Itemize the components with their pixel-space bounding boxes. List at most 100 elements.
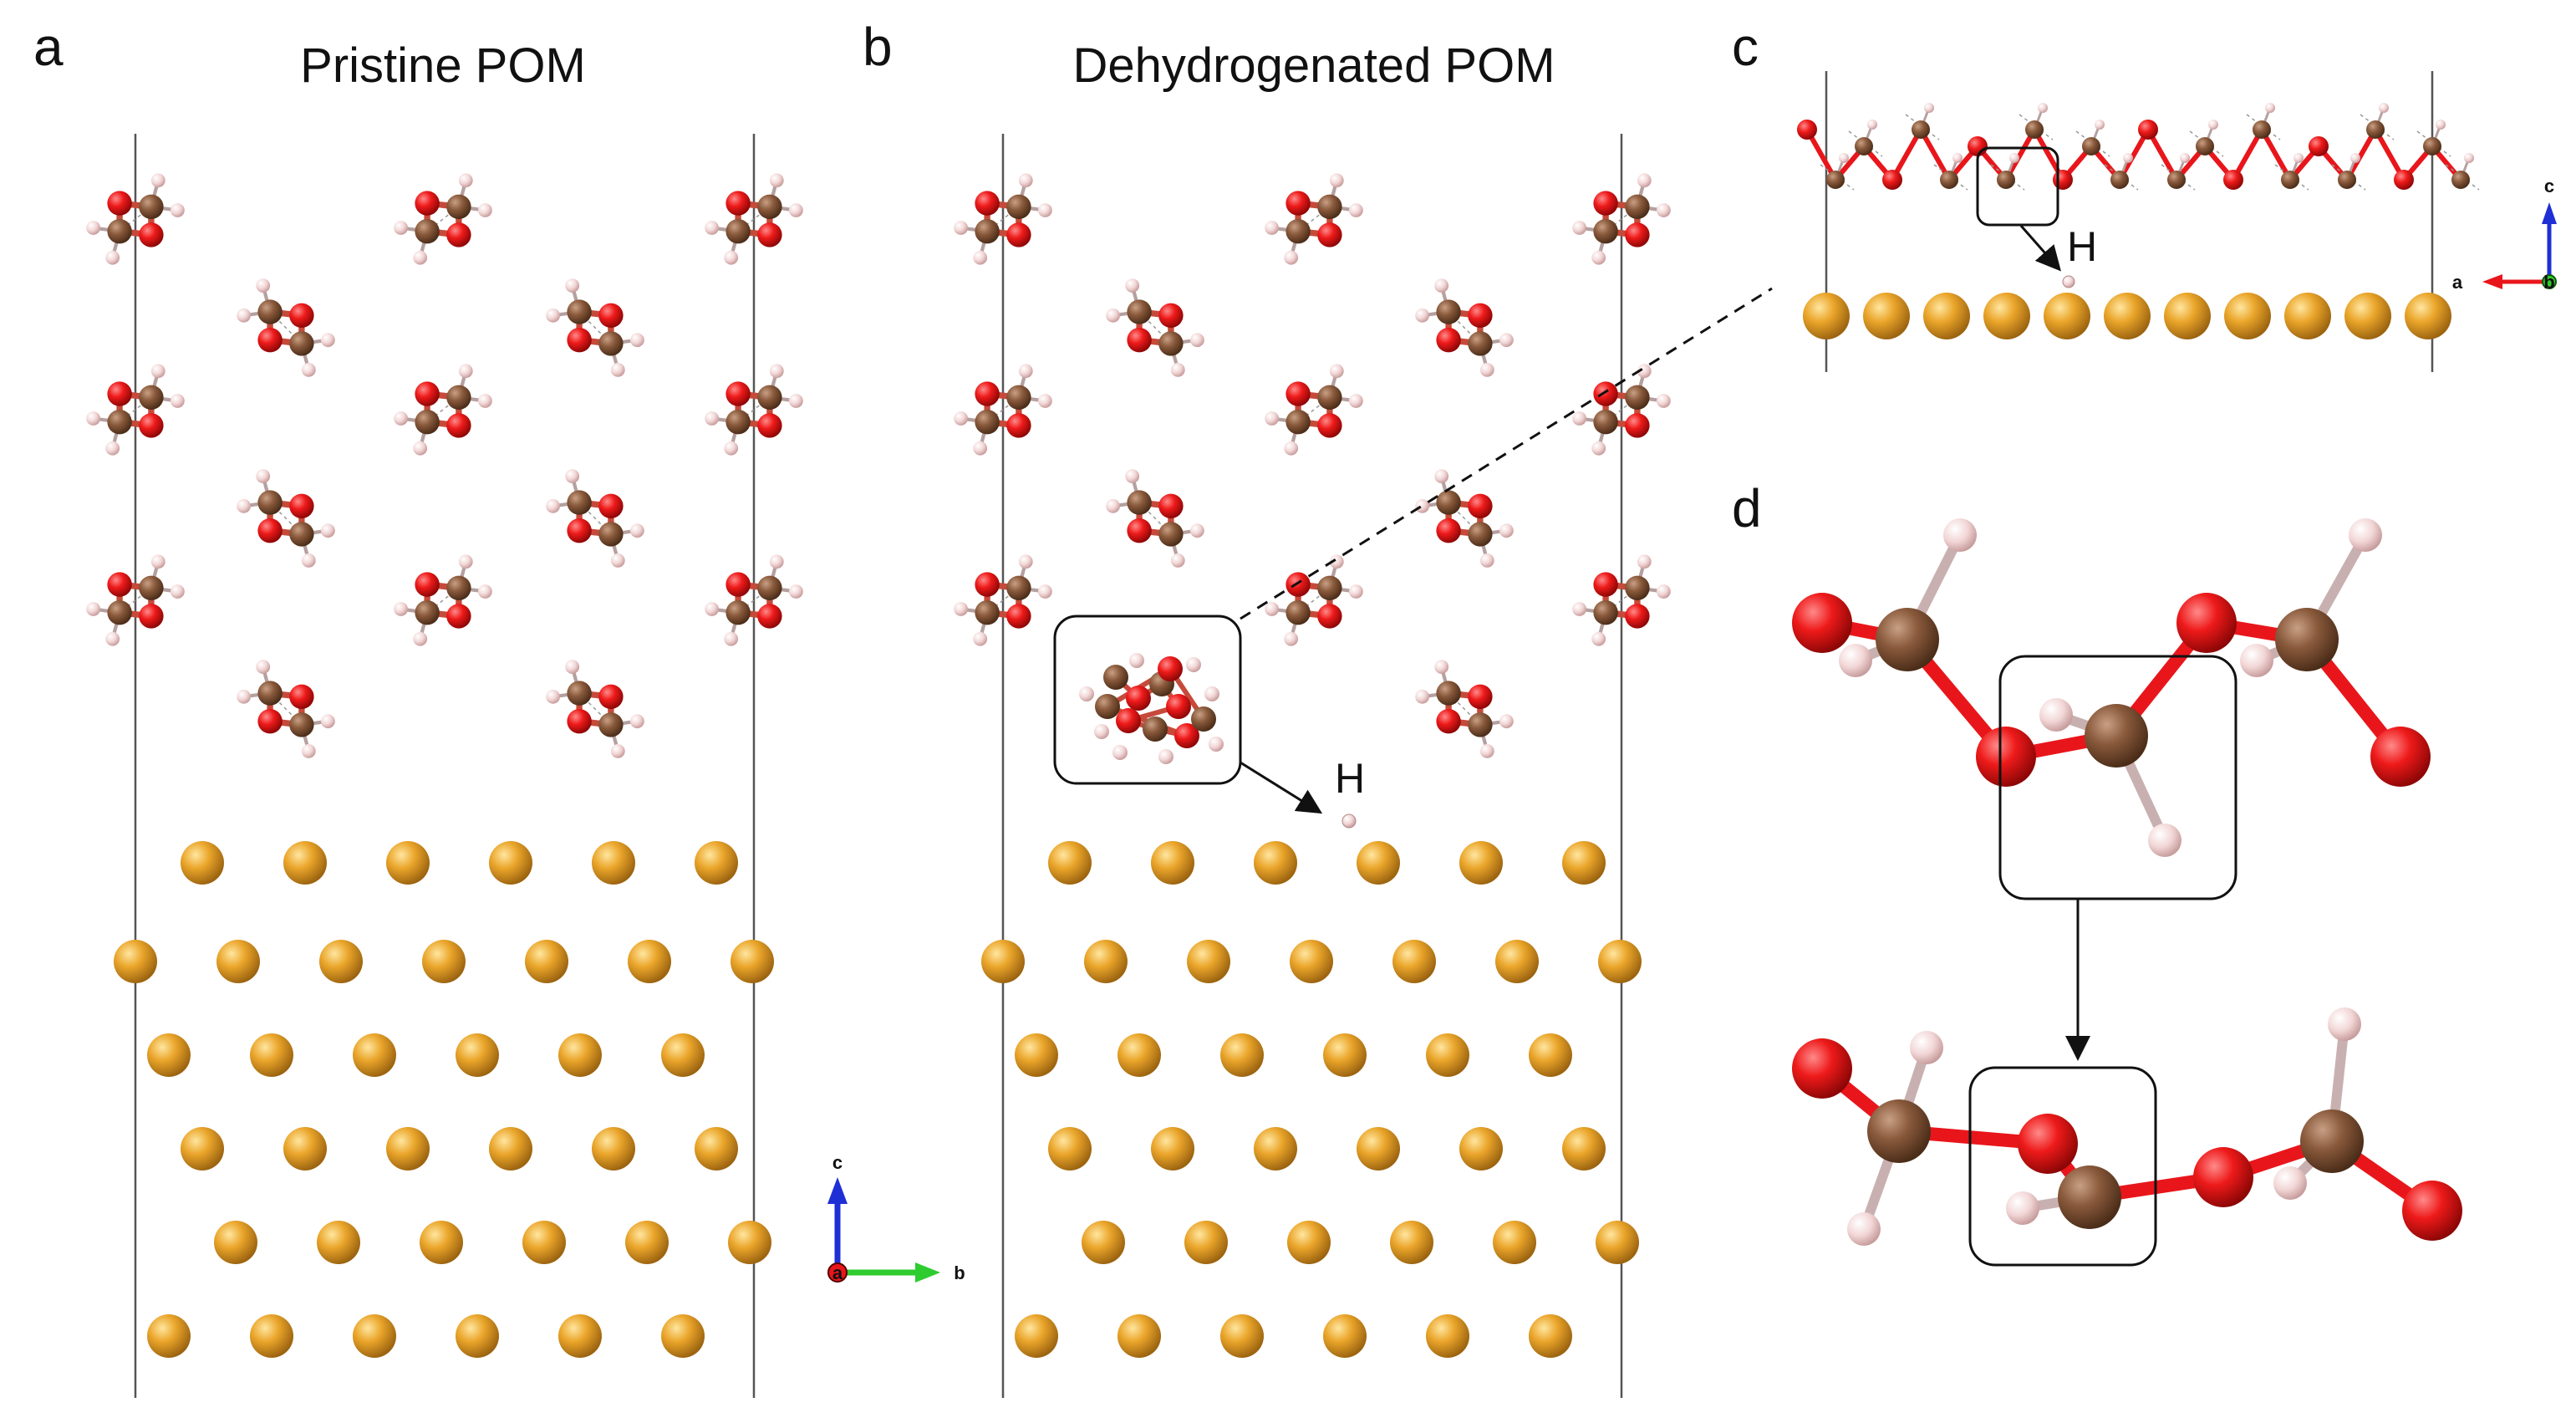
oxygen-atom bbox=[757, 222, 782, 247]
metal-atom bbox=[661, 1033, 705, 1077]
hydrogen-atom bbox=[1038, 584, 1052, 599]
hydrogen-atom bbox=[394, 221, 408, 235]
hydrogen-atom bbox=[1591, 631, 1606, 646]
hydrogen-atom bbox=[1329, 173, 1344, 188]
metal-atom bbox=[1048, 841, 1092, 885]
hydrogen-atom bbox=[630, 333, 644, 348]
oxygen-atom bbox=[1468, 493, 1493, 518]
hydrogen-atom bbox=[237, 689, 251, 704]
pom-chain-side-view bbox=[1797, 103, 2480, 191]
hydrogen-atom bbox=[105, 631, 120, 646]
metal-atom bbox=[2164, 293, 2211, 339]
hydrogen-atom bbox=[237, 308, 251, 323]
carbon-atom bbox=[1143, 717, 1168, 742]
hydrogen-atom bbox=[724, 250, 739, 265]
hydrogen-atom bbox=[1415, 498, 1429, 513]
hydrogen-atom bbox=[1349, 394, 1363, 408]
axis-label-b-a: b bbox=[954, 1262, 965, 1283]
hydrogen-atom bbox=[769, 364, 784, 379]
carbon-atom bbox=[1826, 171, 1845, 189]
metal-atom bbox=[592, 1127, 635, 1171]
oxygen-atom bbox=[1792, 1038, 1852, 1099]
oxygen-atom bbox=[1006, 604, 1031, 629]
hydrogen-atom bbox=[565, 469, 580, 483]
metal-atom bbox=[695, 841, 738, 885]
pom-ring-molecule bbox=[1106, 278, 1204, 377]
metal-atom bbox=[731, 940, 774, 983]
metal-atom bbox=[216, 940, 260, 983]
metal-atom bbox=[1529, 1314, 1572, 1358]
oxygen-atom bbox=[1882, 170, 1902, 190]
axis-label-a-c: a bbox=[2452, 272, 2463, 293]
carbon-atom bbox=[1625, 385, 1650, 410]
metal-atom bbox=[1562, 1127, 1606, 1171]
hydrogen-atom bbox=[394, 602, 408, 616]
carbon-atom bbox=[1593, 410, 1618, 435]
metal-atom bbox=[386, 1127, 430, 1171]
pom-ring-molecule bbox=[546, 660, 644, 758]
metal-atom bbox=[592, 841, 635, 885]
carbon-atom bbox=[2167, 171, 2186, 189]
oxygen-atom bbox=[1468, 684, 1493, 709]
carbon-atom bbox=[1593, 219, 1618, 244]
carbon-atom bbox=[446, 194, 471, 219]
hydrogen-atom bbox=[2436, 120, 2446, 130]
hydrogen-atom bbox=[1284, 250, 1299, 265]
metal-slab-a bbox=[114, 841, 774, 1358]
oxygen-atom bbox=[598, 684, 624, 709]
metal-atom bbox=[1357, 841, 1400, 885]
hydrogen-atom bbox=[2350, 153, 2360, 163]
carbon-atom bbox=[1436, 490, 1461, 515]
carbon-atom bbox=[415, 600, 440, 625]
hydrogen-atom bbox=[256, 660, 271, 674]
oxygen-atom bbox=[1625, 222, 1650, 247]
axis-label-a-a: a bbox=[832, 1262, 843, 1283]
metal-atom bbox=[558, 1033, 602, 1077]
pom-ring-molecule bbox=[1415, 278, 1514, 377]
carbon-atom bbox=[1191, 706, 1216, 732]
oxygen-atom bbox=[1436, 709, 1461, 734]
zoom-dashed-line bbox=[1240, 287, 1773, 620]
hydrogen-atom bbox=[954, 602, 968, 616]
metal-atom bbox=[1392, 940, 1436, 983]
carbon-atom bbox=[1285, 410, 1311, 435]
carbon-atom bbox=[2085, 704, 2148, 768]
carbon-atom bbox=[415, 410, 440, 435]
hydrogen-atom bbox=[1434, 469, 1449, 483]
carbon-atom bbox=[598, 712, 624, 737]
cell-boundaries bbox=[134, 71, 2434, 1398]
hydrogen-atom bbox=[1637, 364, 1652, 379]
pom-ring-molecule bbox=[705, 364, 803, 456]
pom-ring-molecule bbox=[1572, 364, 1671, 456]
carbon-atom bbox=[1317, 385, 1342, 410]
carbon-atom bbox=[1468, 712, 1493, 737]
panel-letter-c: c bbox=[1732, 17, 1759, 77]
hydrogen-atom bbox=[1094, 724, 1109, 739]
metal-atom bbox=[522, 1221, 566, 1264]
oxygen-atom bbox=[1968, 136, 1988, 156]
hydrogen-atom bbox=[1190, 523, 1204, 538]
carbon-atom bbox=[1158, 522, 1184, 547]
metal-atom bbox=[1015, 1033, 1058, 1077]
carbon-atom bbox=[1158, 331, 1184, 356]
oxygen-atom bbox=[1797, 120, 1817, 140]
metal-atom bbox=[1803, 293, 1850, 339]
pom-ring-molecule bbox=[954, 554, 1052, 646]
metal-atom bbox=[1254, 841, 1297, 885]
hydrogen-atom bbox=[973, 631, 988, 646]
pom-ring-molecule bbox=[1415, 469, 1514, 568]
metal-atom bbox=[456, 1314, 499, 1358]
pom-ring-molecule bbox=[394, 173, 492, 265]
pom-ring-molecule bbox=[237, 278, 335, 377]
hydrogen-atom bbox=[458, 364, 473, 379]
hydrogen-atom bbox=[1943, 518, 1977, 552]
carbon-atom bbox=[289, 712, 314, 737]
hydrogen-atom bbox=[954, 411, 968, 426]
metal-row-c bbox=[1803, 293, 2451, 339]
oxygen-atom bbox=[289, 493, 314, 518]
hydrogen-atom bbox=[321, 523, 335, 538]
hydrogen-atom bbox=[2123, 153, 2133, 163]
hydrogen-atom bbox=[1018, 173, 1033, 188]
oxygen-atom bbox=[1285, 572, 1311, 597]
carbon-atom bbox=[757, 385, 782, 410]
